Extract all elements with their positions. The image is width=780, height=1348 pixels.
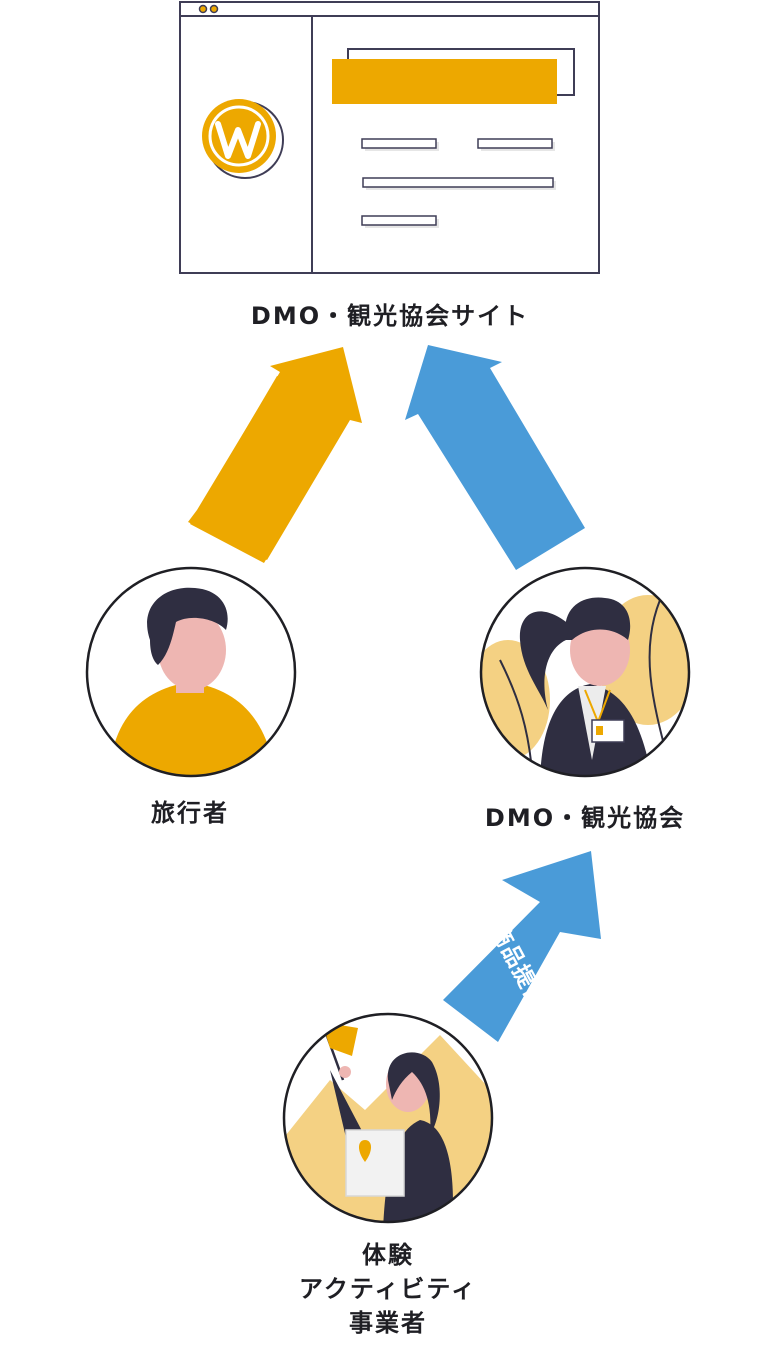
traveler-avatar (85, 566, 297, 778)
provider-label-line-3: 事業者 (349, 1309, 427, 1337)
browser-window (179, 1, 600, 274)
site-label: DMO・観光協会サイト (250, 302, 530, 330)
wordpress-icon (202, 99, 284, 179)
traveler-label: 旅行者 (151, 799, 229, 827)
header-banner (332, 59, 557, 104)
arrow-dmo-to-site (405, 345, 585, 570)
text-placeholder-lines (361, 138, 556, 228)
provider-label-line-1: 体験 (362, 1241, 414, 1269)
dmo-label: DMO・観光協会 (484, 804, 686, 832)
provider-label-line-2: アクティビティ (299, 1275, 477, 1303)
window-dot-2 (209, 4, 219, 14)
window-dot-1 (198, 4, 208, 14)
dmo-avatar (479, 566, 691, 778)
provider-label: 体験 アクティビティ 事業者 (270, 1238, 506, 1340)
arrow-traveler-to-site-body (190, 376, 352, 563)
arrow-provider-to-dmo (443, 851, 601, 1042)
provider-avatar (282, 1012, 494, 1224)
